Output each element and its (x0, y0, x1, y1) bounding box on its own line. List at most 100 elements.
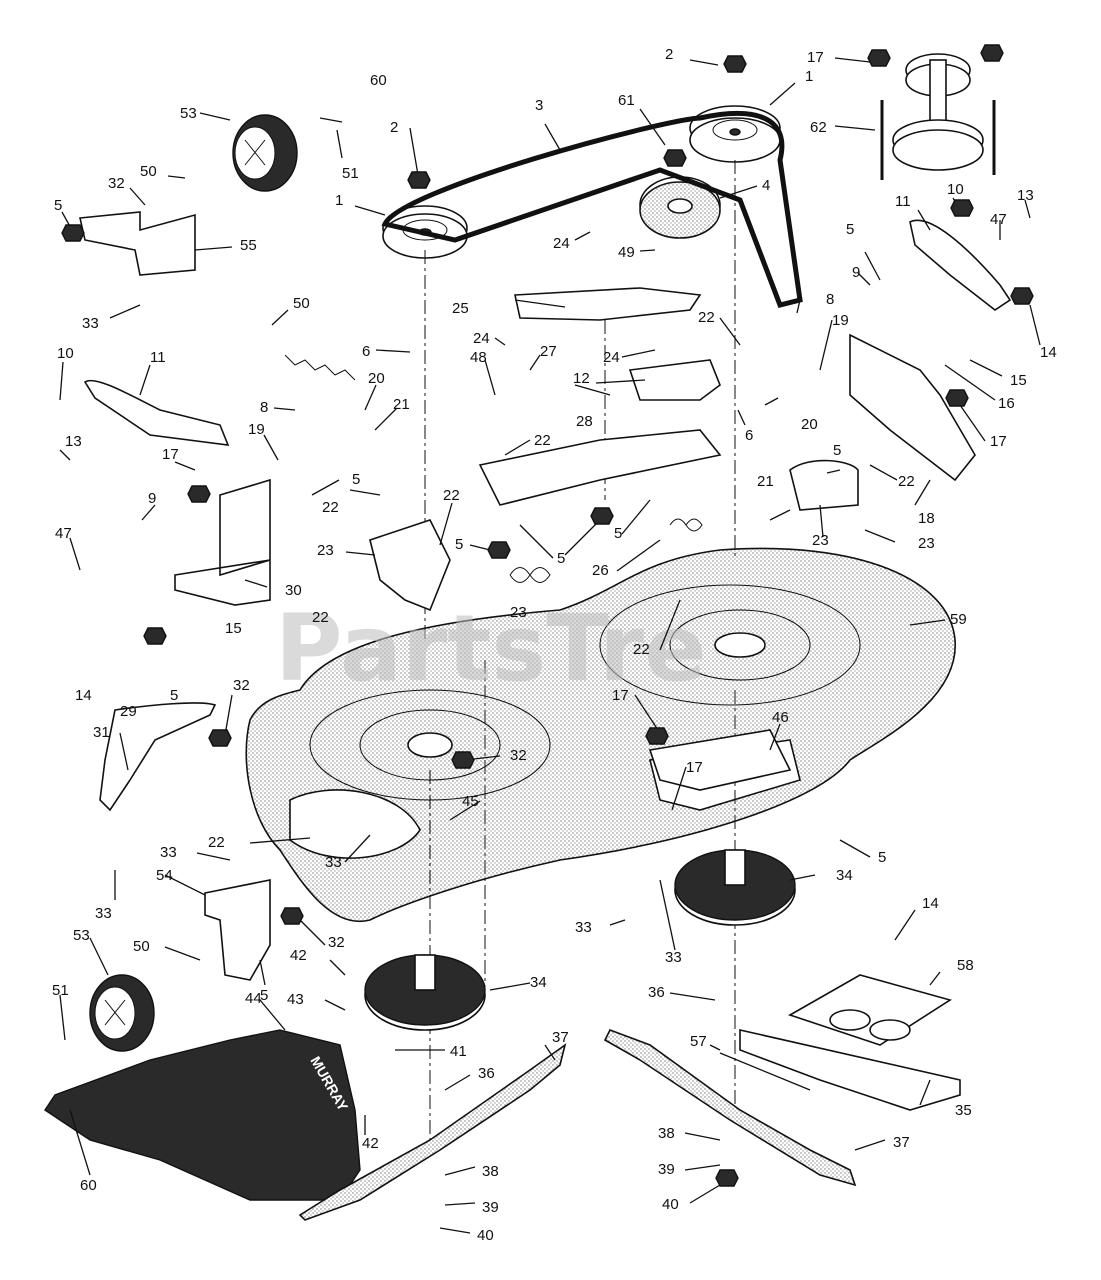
callout-30: 30 (285, 582, 302, 599)
callout-48: 48 (470, 349, 487, 366)
callout-61: 61 (618, 92, 635, 109)
baffle-right (648, 729, 792, 791)
callout-42: 42 (290, 947, 307, 964)
callout-28: 28 (576, 413, 593, 430)
callout-labels: 2 2 3 1 1 4 17 62 61 53 60 51 50 32 5 55… (52, 46, 1057, 1244)
callout-14: 14 (1040, 344, 1057, 361)
callout-33: 33 (325, 854, 342, 871)
mount-bracket (739, 1028, 961, 1111)
spring-left (284, 354, 356, 381)
callout-12: 12 (573, 370, 590, 387)
callout-25: 25 (452, 300, 469, 317)
deck-hanger-bracket-left (174, 478, 271, 606)
callout-4: 4 (762, 177, 770, 194)
spring-center (509, 567, 551, 583)
callout-33: 33 (665, 949, 682, 966)
callout-27: 27 (540, 343, 557, 360)
callout-40: 40 (662, 1196, 679, 1213)
callout-21: 21 (757, 473, 774, 490)
callout-9: 9 (852, 264, 860, 281)
callout-15: 15 (1010, 372, 1027, 389)
callout-5: 5 (352, 471, 360, 488)
callout-32: 32 (328, 934, 345, 951)
callout-5: 5 (846, 221, 854, 238)
callout-29: 29 (120, 703, 137, 720)
callout-47: 47 (990, 211, 1007, 228)
front-hanger-right (849, 333, 976, 482)
callout-8: 8 (826, 291, 834, 308)
callout-17: 17 (990, 433, 1007, 450)
callout-42: 42 (362, 1135, 379, 1152)
deflector-plate (788, 974, 952, 1046)
callout-51: 51 (342, 165, 359, 182)
callout-33: 33 (160, 844, 177, 861)
callout-35: 35 (955, 1102, 972, 1119)
belt-guard-right (789, 459, 859, 511)
callout-9: 9 (148, 490, 156, 507)
callout-45: 45 (462, 793, 479, 810)
callout-24: 24 (473, 330, 490, 347)
callout-47: 47 (55, 525, 72, 542)
callout-5: 5 (54, 197, 62, 214)
callout-22: 22 (208, 834, 225, 851)
idler-arm (514, 287, 702, 321)
spare-pulley-assembly (892, 53, 984, 171)
callout-22: 22 (633, 641, 650, 658)
blade-left (298, 1043, 567, 1221)
spindle-right (674, 849, 796, 926)
callout-51: 51 (52, 982, 69, 999)
callout-60: 60 (80, 1177, 97, 1194)
callout-14: 14 (922, 895, 939, 912)
callout-5: 5 (170, 687, 178, 704)
callout-11: 11 (150, 349, 166, 366)
callout-2: 2 (665, 46, 673, 63)
hardware-fasteners (61, 44, 1034, 1187)
callout-22: 22 (312, 609, 329, 626)
spindle-left (364, 954, 486, 1031)
callout-36: 36 (648, 984, 665, 1001)
callout-39: 39 (482, 1199, 499, 1216)
callout-6: 6 (745, 427, 753, 444)
callout-10: 10 (947, 181, 964, 198)
callout-52: 50 (293, 295, 310, 312)
callout-54: 54 (156, 867, 173, 884)
callout-23: 23 (317, 542, 334, 559)
lift-arm-right (909, 219, 1012, 311)
callout-49: 49 (618, 244, 635, 261)
callout-5: 5 (833, 442, 841, 459)
callout-19: 19 (832, 312, 849, 329)
callout-13: 13 (1017, 187, 1034, 204)
callout-39: 39 (658, 1161, 675, 1178)
callout-24: 24 (553, 235, 570, 252)
callout-17: 17 (612, 687, 629, 704)
callout-1: 1 (805, 68, 813, 85)
belt-guard-left (369, 519, 451, 612)
callout-5: 5 (614, 525, 622, 542)
discharge-chute (44, 1029, 361, 1201)
wheel-bracket-bottom (204, 879, 271, 981)
gauge-wheel-bottom (89, 974, 155, 1052)
callout-16: 16 (998, 395, 1015, 412)
callout-20: 20 (801, 416, 818, 433)
callout-33: 33 (95, 905, 112, 922)
callout-23: 23 (510, 604, 527, 621)
callout-17: 17 (686, 759, 703, 776)
lift-arm-left (83, 379, 230, 446)
callout-57: 57 (690, 1033, 707, 1050)
callout-59: 59 (950, 611, 967, 628)
callout-3: 3 (535, 97, 543, 114)
callout-31: 31 (93, 724, 110, 741)
callout-17: 17 (162, 446, 179, 463)
callout-8: 8 (260, 399, 268, 416)
callout-50: 50 (140, 163, 157, 180)
callout-55: 55 (240, 237, 257, 254)
callout-32: 32 (233, 677, 250, 694)
callout-44: 44 (245, 990, 262, 1007)
callout-32: 32 (510, 747, 527, 764)
callout-50: 50 (133, 938, 150, 955)
idler-bracket (628, 359, 721, 401)
callout-37: 37 (893, 1134, 910, 1151)
watermark: PartsTre (275, 595, 707, 702)
callout-37: 37 (552, 1029, 569, 1046)
